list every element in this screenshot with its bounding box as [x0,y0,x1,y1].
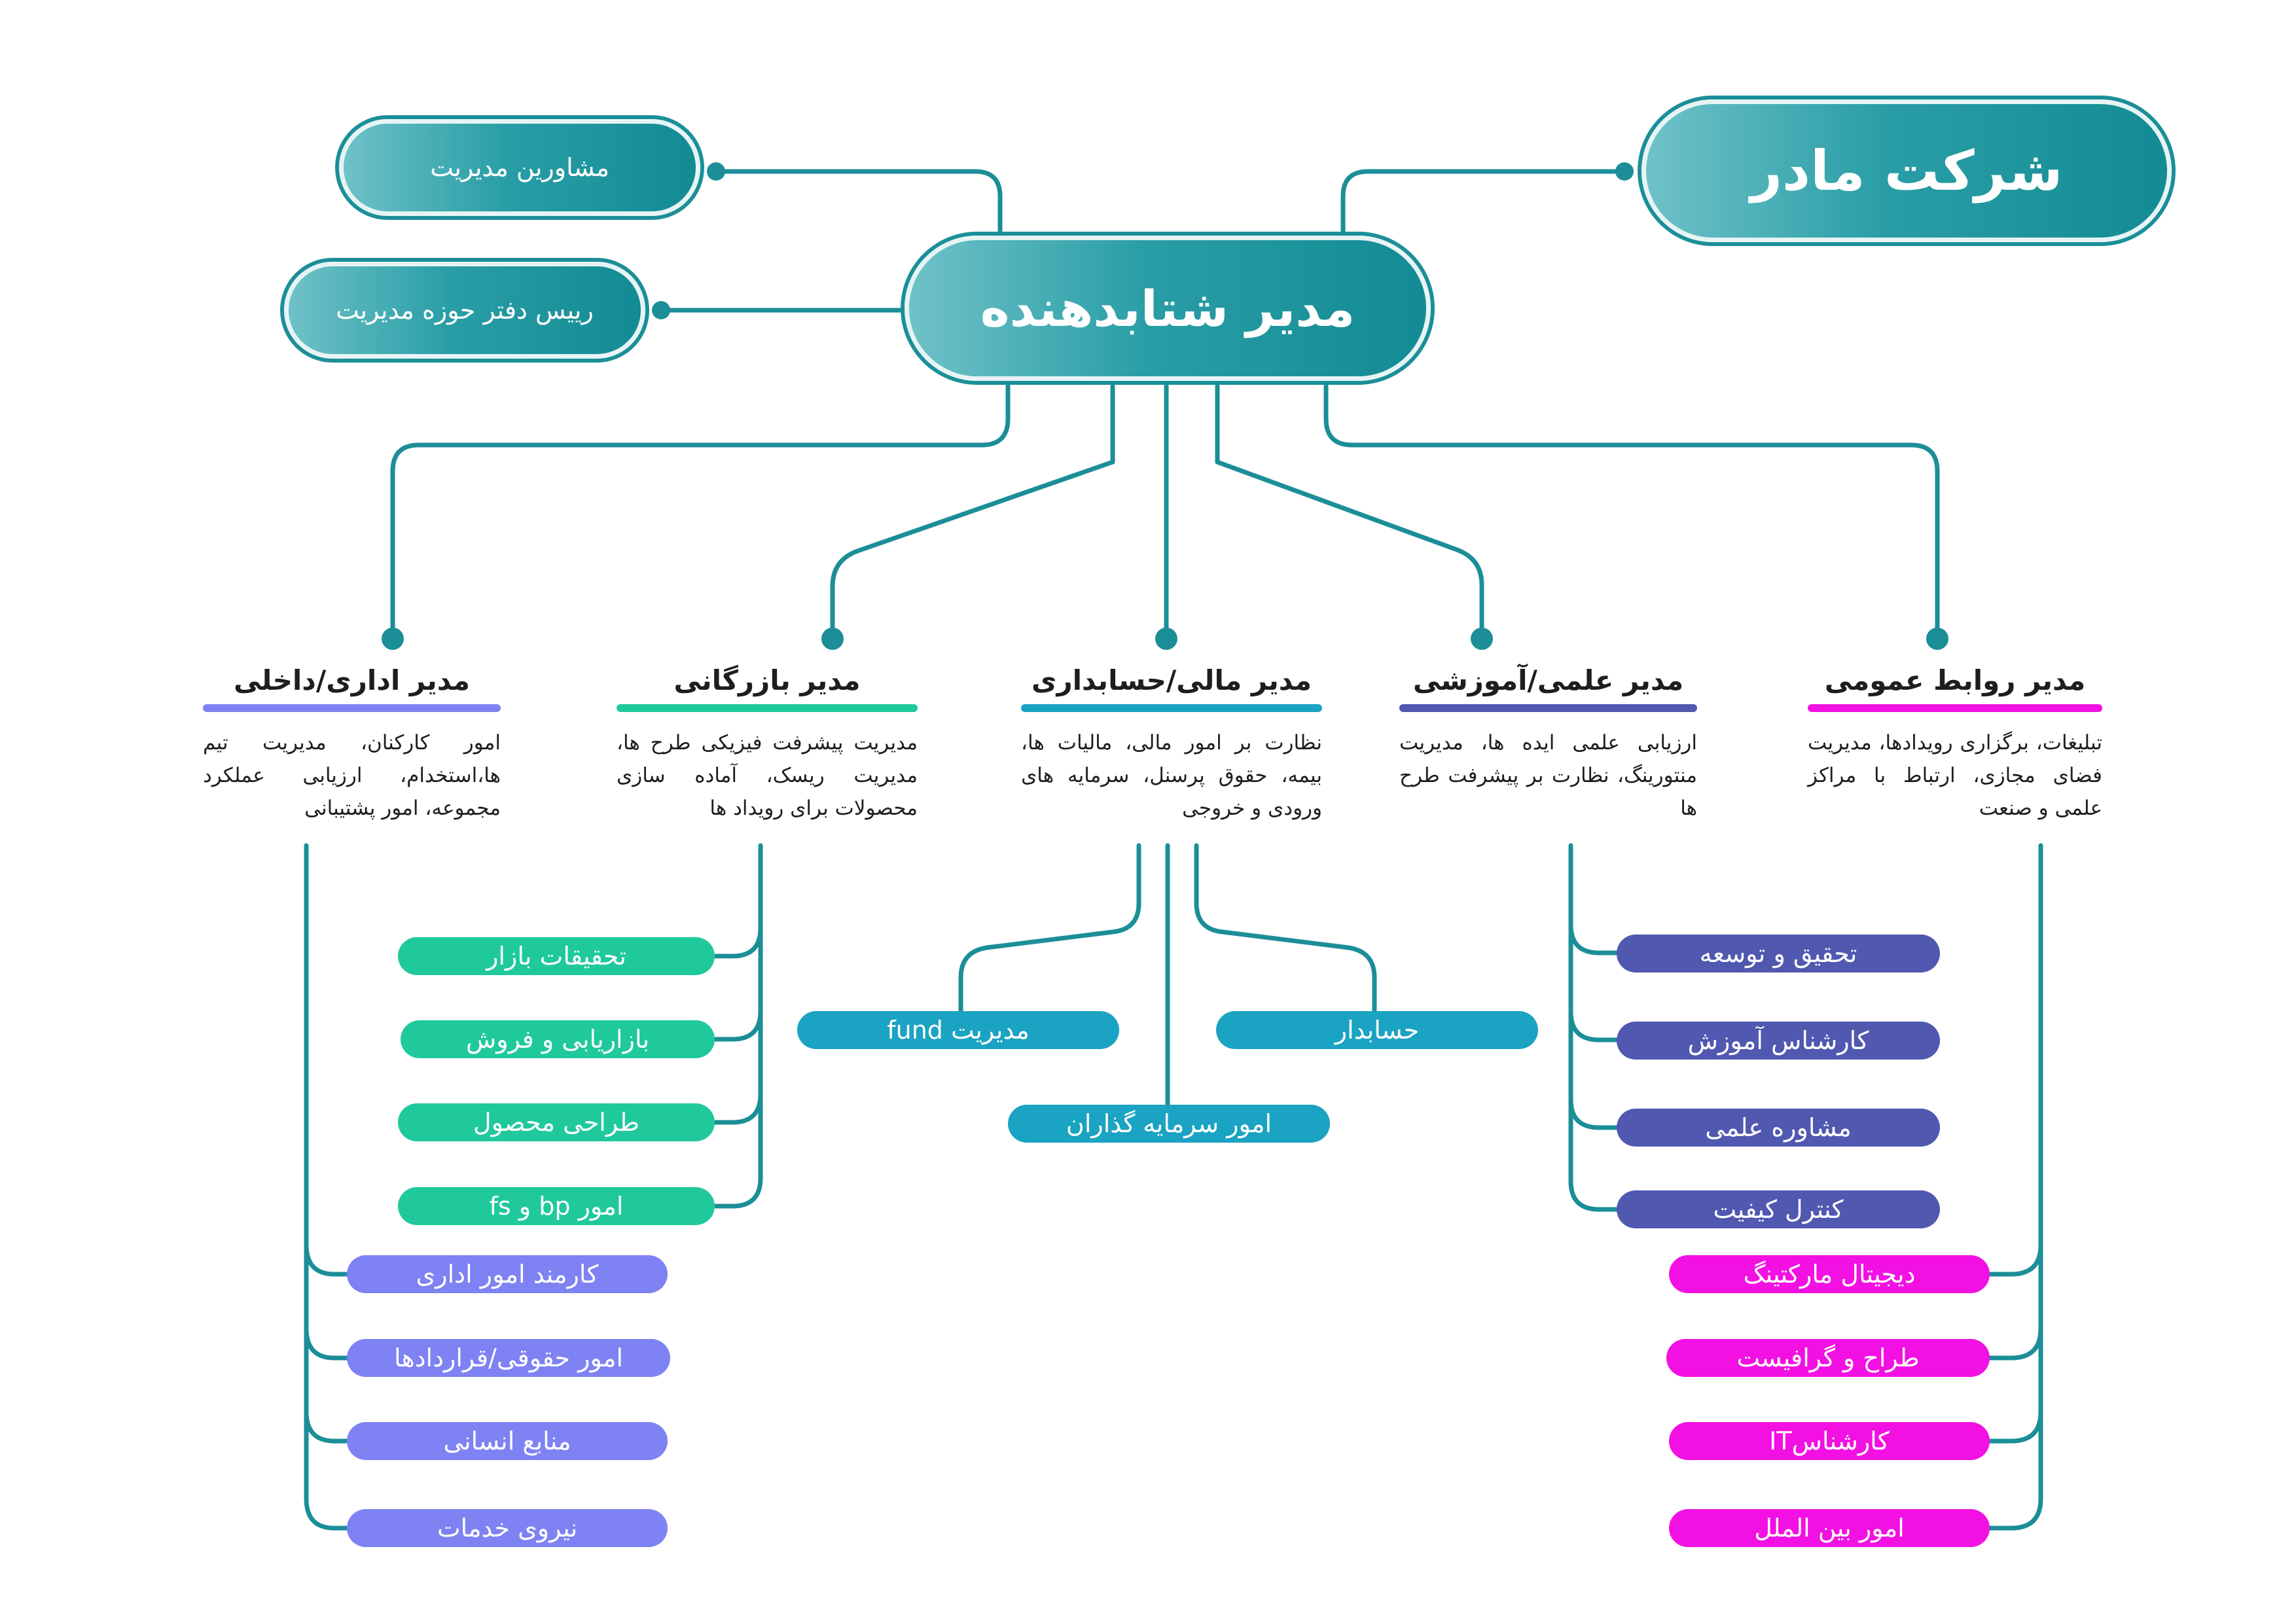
office-head-node: رییس دفتر حوزه مدیریت [284,262,645,359]
unit-label: امور حقوقی/قراردادها [394,1344,624,1372]
manager-title: مدیر روابط عمومی [1824,664,2086,696]
manager-description: نظارت بر امور مالی، مالیات ها، بیمه، حقو… [1021,731,1322,820]
unit-label: کارمند امور اداری [416,1260,599,1289]
manager-color-bar [1021,704,1322,712]
office-head-label: رییس دفتر حوزه مدیریت [336,296,594,325]
unit-label: منابع انسانی [443,1427,571,1455]
manager-color-bar [617,704,918,712]
manager-scientific: مدیر علمی/آموزشی ارزیابی علمی ایده ها، م… [1399,662,1697,825]
unit-graphic-designer: طراح و گرافیست [1666,1339,1990,1377]
manager-color-bar [1399,704,1697,712]
advisors-label: مشاورین مدیریت [430,153,609,182]
unit-scientific-consulting: مشاوره علمی [1617,1109,1940,1147]
unit-marketing-sales: بازاریابی و فروش [401,1020,715,1058]
unit-legal-contracts: امور حقوقی/قراردادها [347,1339,670,1377]
unit-label: طراح و گرافیست [1736,1344,1920,1372]
unit-label: امور سرمایه گذاران [1066,1109,1272,1138]
manager-public-relations: مدیر روابط عمومی تبلیغات، برگزاری رویداد… [1808,662,2102,825]
unit-label: مدیریت fund [887,1016,1030,1044]
unit-label: امور bp و fs [489,1192,624,1221]
unit-international-affairs: امور بین الملل [1669,1509,1990,1547]
unit-label: کارشناسIT [1769,1427,1890,1455]
unit-label: امور بین الملل [1754,1514,1905,1543]
manager-finance: مدیر مالی/حسابداری نظارت بر امور مالی، م… [1021,662,1322,825]
unit-label: حسابدار [1335,1016,1420,1044]
unit-research-development: تحقیق و توسعه [1617,935,1940,972]
unit-label: کنترل کیفیت [1713,1195,1844,1224]
manager-description: تبلیغات، برگزاری رویدادها، مدیریت فضای م… [1808,731,2102,820]
unit-digital-marketing: دیجیتال مارکتینگ [1669,1255,1990,1293]
manager-description: ارزیابی علمی ایده ها، مدیریت منتورینگ، ن… [1399,731,1697,820]
unit-admin-clerk: کارمند امور اداری [347,1255,668,1293]
manager-description: مدیریت پیشرفت فیزیکی طرح ها، مدیریت ریسک… [617,731,918,820]
unit-label: نیروی خدمات [437,1514,578,1543]
manager-color-bar [1808,704,2102,712]
manager-title: مدیر اداری/داخلی [234,664,470,696]
ceo-node: مدیر شتابدهنده [905,236,1431,381]
unit-label: طراحی محصول [473,1108,640,1137]
manager-description: امور کارکنان، مدیریت تیم ها،استخدام، ارز… [203,731,501,820]
parent-company-label: شرکت مادر [1750,139,2063,203]
unit-fund-management: مدیریت fund [797,1011,1119,1049]
unit-it-specialist: کارشناسIT [1669,1422,1990,1460]
unit-quality-control: کنترل کیفیت [1617,1190,1940,1228]
manager-color-bar [203,704,501,712]
manager-administrative: مدیر اداری/داخلی امور کارکنان، مدیریت تی… [203,662,501,825]
unit-training-specialist: کارشناس آموزش [1617,1022,1940,1060]
unit-label: دیجیتال مارکتینگ [1743,1260,1916,1289]
manager-title: مدیر بازرگانی [673,664,861,696]
manager-title: مدیر علمی/آموزشی [1412,664,1684,696]
advisors-node: مشاورین مدیریت [339,119,700,216]
manager-commercial: مدیر بازرگانی مدیریت پیشرفت فیزیکی طرح ه… [617,662,918,825]
unit-label: مشاوره علمی [1705,1113,1852,1142]
unit-bp-fs-affairs: امور bp و fs [398,1187,715,1225]
unit-label: تحقیق و توسعه [1699,939,1857,968]
manager-title: مدیر مالی/حسابداری [1031,664,1312,696]
unit-product-design: طراحی محصول [398,1103,715,1141]
parent-company-node: شرکت مادر [1641,99,2172,242]
unit-label: تحقیقات بازار [486,942,626,971]
unit-accountant: حسابدار [1216,1011,1538,1049]
unit-label: بازاریابی و فروش [465,1025,650,1054]
unit-label: کارشناس آموزش [1687,1026,1869,1055]
unit-market-research: تحقیقات بازار [398,937,715,975]
unit-service-staff: نیروی خدمات [347,1509,668,1547]
unit-investor-affairs: امور سرمایه گذاران [1008,1105,1330,1143]
unit-human-resources: منابع انسانی [347,1422,668,1460]
ceo-label: مدیر شتابدهنده [980,279,1355,338]
